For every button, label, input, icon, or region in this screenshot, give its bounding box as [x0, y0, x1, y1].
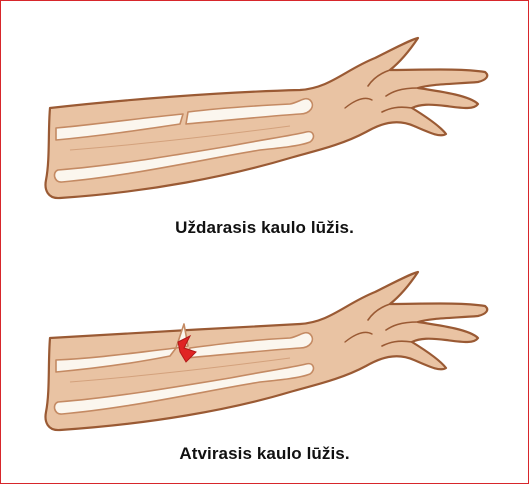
open-fracture-caption: Atvirasis kaulo lūžis. — [0, 444, 529, 464]
closed-fracture-caption: Uždarasis kaulo lūžis. — [0, 218, 529, 238]
closed-fracture-arm-drawing — [0, 0, 529, 215]
closed-fracture-illustration — [0, 0, 529, 215]
open-fracture-arm-drawing — [0, 252, 529, 442]
open-fracture-illustration — [0, 252, 529, 442]
